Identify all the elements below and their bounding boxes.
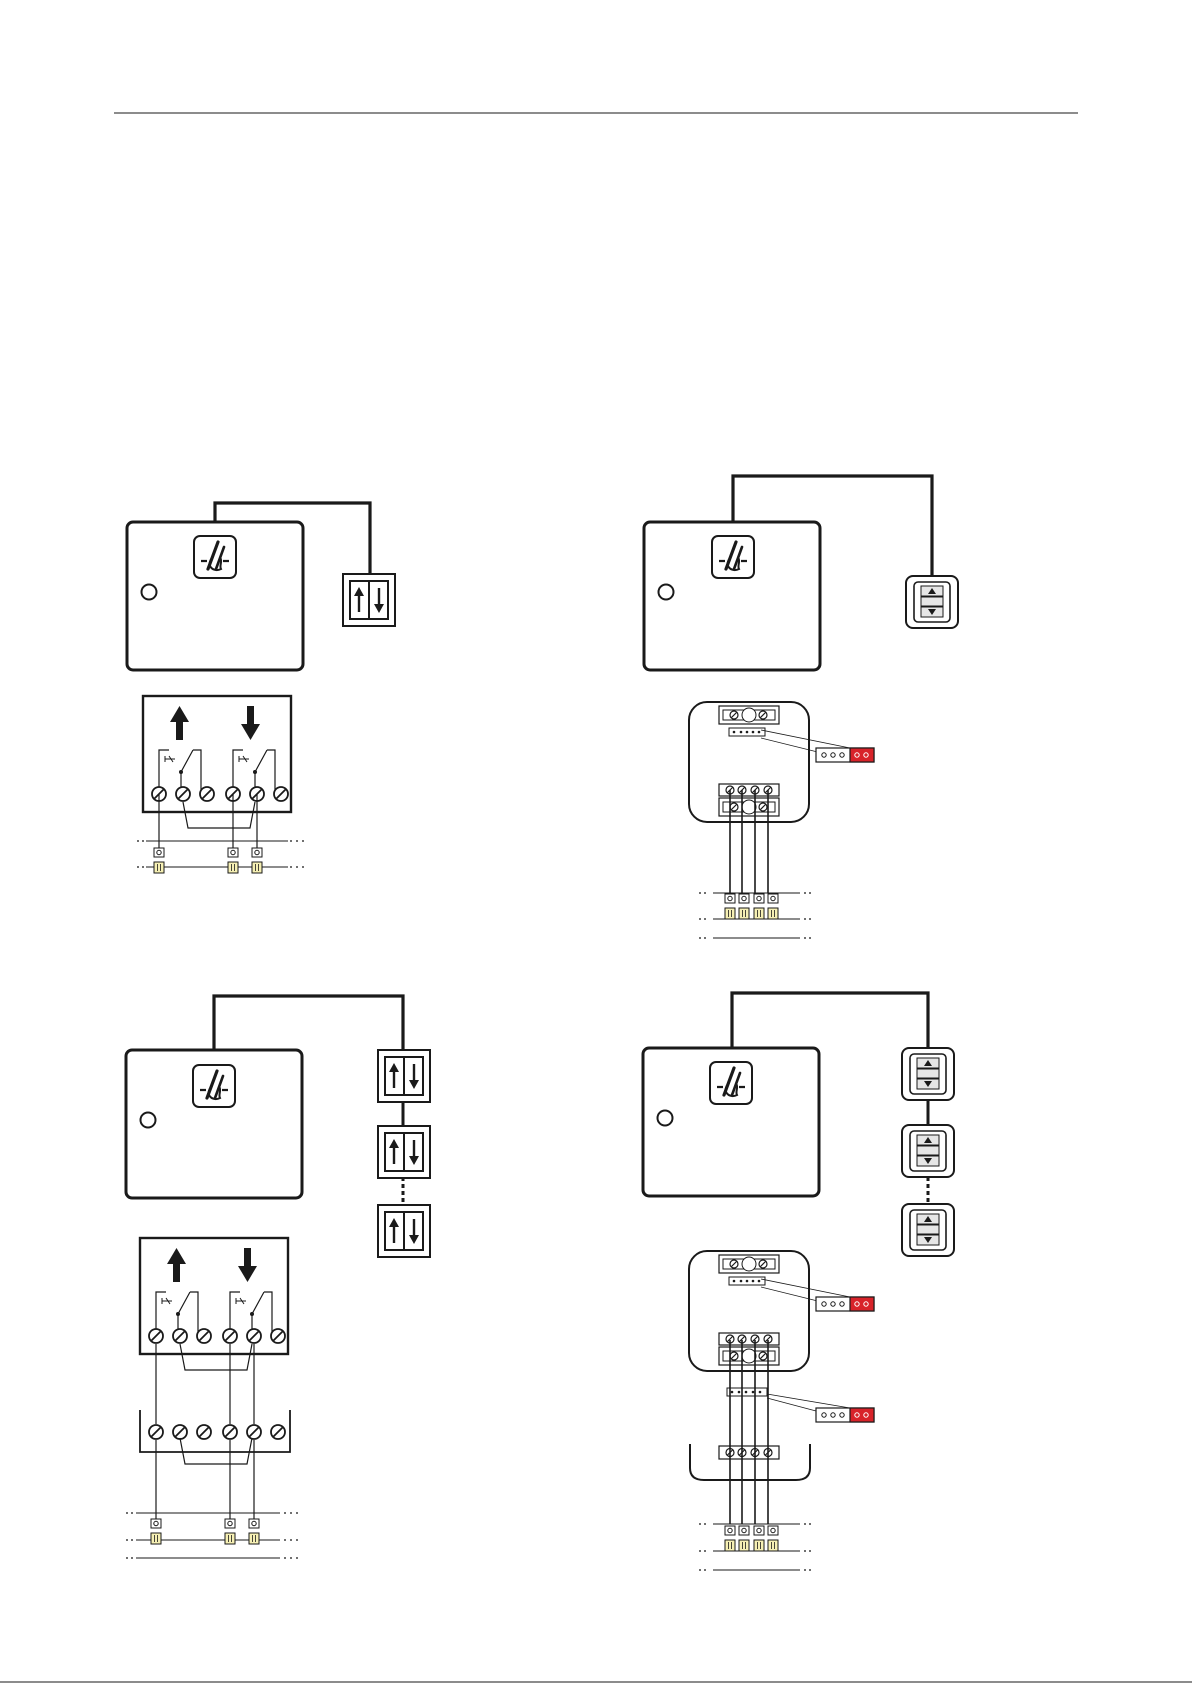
bus-terminal xyxy=(252,848,262,873)
fire-panel-icon xyxy=(193,1065,235,1107)
toggle-switch[interactable] xyxy=(378,1050,430,1102)
diagram-a xyxy=(127,503,395,873)
bus-terminal xyxy=(768,894,778,919)
diagram-b xyxy=(644,476,958,938)
bus-terminal xyxy=(249,1519,259,1544)
module-box xyxy=(689,1251,809,1371)
relay-box xyxy=(143,696,291,812)
button-switch[interactable] xyxy=(902,1125,954,1177)
fire-panel-icon xyxy=(710,1062,752,1104)
bus-terminal xyxy=(754,1526,764,1551)
control-cable xyxy=(214,996,403,1050)
bus-terminal xyxy=(739,1526,749,1551)
button-switch[interactable] xyxy=(902,1204,954,1256)
toggle-switch[interactable] xyxy=(343,574,395,626)
fire-panel-icon xyxy=(712,536,754,578)
bus-terminal xyxy=(754,894,764,919)
diagram-c xyxy=(126,996,430,1558)
toggle-switch[interactable] xyxy=(378,1126,430,1178)
toggle-switch[interactable] xyxy=(378,1205,430,1257)
bus-terminal xyxy=(154,848,164,873)
bus-terminal xyxy=(739,894,749,919)
control-cable xyxy=(732,993,928,1048)
bus-terminal xyxy=(768,1526,778,1551)
connector-strip xyxy=(816,1408,874,1422)
button-switch[interactable] xyxy=(902,1048,954,1100)
relay-box xyxy=(140,1238,288,1354)
fire-panel-icon xyxy=(194,536,236,578)
bus-terminal xyxy=(228,848,238,873)
module-box xyxy=(689,702,809,822)
bus-terminal xyxy=(725,1526,735,1551)
bus-terminal xyxy=(225,1519,235,1544)
button-switch[interactable] xyxy=(906,576,958,628)
bus-terminal xyxy=(725,894,735,919)
diagram-d xyxy=(643,993,954,1570)
connector-strip xyxy=(816,1297,874,1311)
connector-strip xyxy=(816,748,874,762)
bus-terminal xyxy=(151,1519,161,1544)
